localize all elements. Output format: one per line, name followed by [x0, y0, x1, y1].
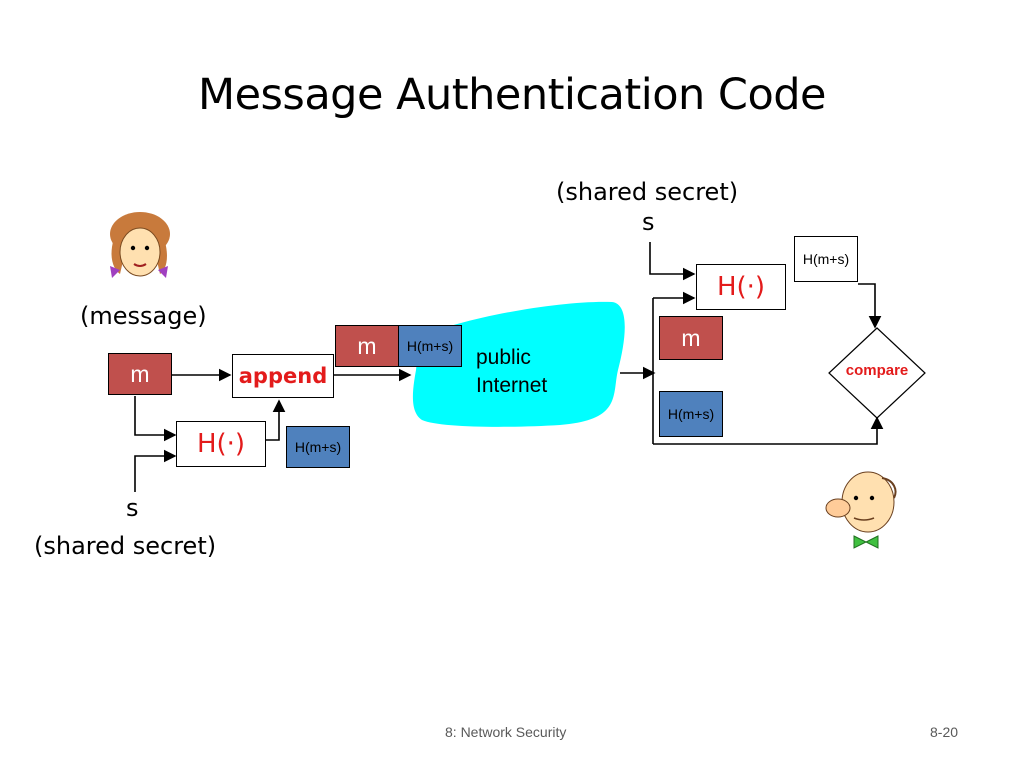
arrow-received-hash-to-compare — [653, 416, 884, 445]
receiver-secret-label: (shared secret) — [556, 178, 739, 206]
footer-page-number: 8-20 — [930, 724, 959, 740]
receiver-secret-symbol: s — [642, 208, 655, 236]
arrow-hash-to-append — [266, 399, 286, 441]
arrow-s-to-receiver-hash — [649, 242, 696, 281]
bob-icon — [824, 468, 908, 552]
cloud-line-2: Internet — [476, 374, 548, 397]
sender-message-box: m — [108, 353, 172, 395]
receiver-message-box: m — [659, 316, 723, 360]
cloud-line-1: public — [476, 346, 531, 369]
sender-hash-function-box: H(·) — [176, 421, 266, 467]
arrow-m-to-hash — [134, 396, 177, 442]
public-internet-label: public Internet — [476, 344, 547, 400]
receiver-computed-hash-box: H(m+s) — [794, 236, 858, 282]
message-label: (message) — [80, 302, 207, 330]
compare-label: compare — [845, 362, 909, 379]
append-box: append — [232, 354, 334, 398]
sender-secret-symbol: s — [126, 494, 139, 522]
internet-cloud-shape — [412, 301, 625, 427]
receiver-hash-function-box: H(·) — [696, 264, 786, 310]
channel-hash-box: H(m+s) — [398, 325, 462, 367]
receiver-received-hash-box: H(m+s) — [659, 391, 723, 437]
page-title: Message Authentication Code — [197, 70, 827, 120]
arrow-computed-hash-to-compare — [858, 283, 882, 329]
alice-icon — [104, 208, 174, 290]
arrow-s-to-hash — [134, 449, 177, 492]
compare-diamond — [828, 327, 926, 419]
channel-message-box: m — [335, 325, 399, 367]
sender-hash-output-box: H(m+s) — [286, 426, 350, 468]
footer-course: 8: Network Security — [445, 724, 567, 740]
sender-secret-label: (shared secret) — [34, 532, 217, 560]
